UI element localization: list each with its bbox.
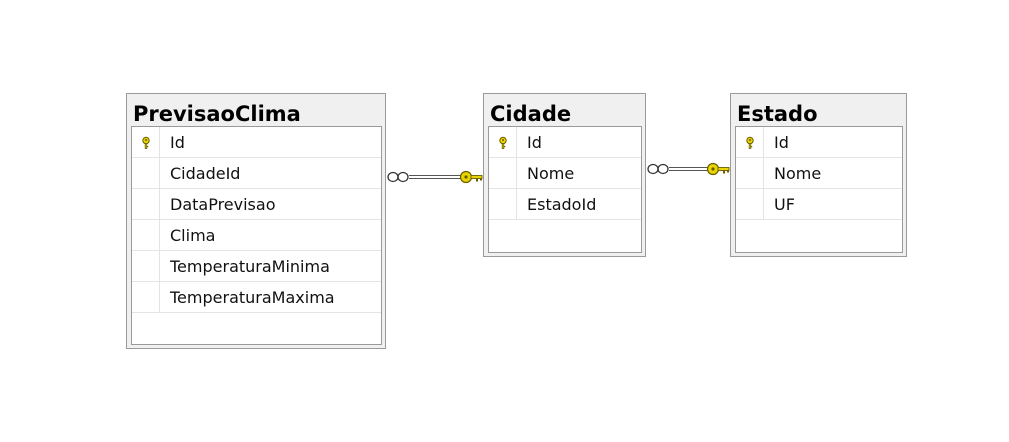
- column-name: Id: [527, 133, 542, 152]
- table-previsaoclima[interactable]: PrevisaoClima Id CidadeId: [126, 93, 386, 349]
- column-row[interactable]: Nome: [736, 158, 902, 189]
- row-gutter: [132, 251, 160, 281]
- primary-key-icon: [499, 136, 507, 149]
- column-row[interactable]: TemperaturaMinima: [132, 251, 381, 282]
- row-gutter: [132, 220, 160, 250]
- table-cidade[interactable]: Cidade Id Nome EstadoId: [483, 93, 646, 257]
- row-gutter: [132, 282, 160, 312]
- column-name: Nome: [774, 164, 822, 183]
- many-infinity-icon: [647, 163, 669, 175]
- table-columns: Id CidadeId DataPrevisao Clima Temperatu…: [131, 126, 382, 345]
- primary-key-icon: [142, 136, 150, 149]
- column-row[interactable]: Id: [489, 127, 641, 158]
- column-row[interactable]: Nome: [489, 158, 641, 189]
- key-icon: [459, 170, 483, 184]
- table-estado[interactable]: Estado Id Nome UF: [730, 93, 907, 257]
- relationship-line: [669, 167, 709, 171]
- column-row[interactable]: Clima: [132, 220, 381, 251]
- row-gutter: [132, 127, 160, 157]
- column-name: Nome: [527, 164, 575, 183]
- row-gutter: [132, 189, 160, 219]
- column-row[interactable]: CidadeId: [132, 158, 381, 189]
- column-name: DataPrevisao: [170, 195, 276, 214]
- column-name: Clima: [170, 226, 216, 245]
- column-row[interactable]: EstadoId: [489, 189, 641, 220]
- column-row[interactable]: UF: [736, 189, 902, 220]
- column-name: EstadoId: [527, 195, 597, 214]
- column-row[interactable]: Id: [132, 127, 381, 158]
- column-name: TemperaturaMaxima: [170, 288, 335, 307]
- row-gutter: [489, 127, 517, 157]
- primary-key-icon: [746, 136, 754, 149]
- column-row[interactable]: Id: [736, 127, 902, 158]
- row-gutter: [489, 158, 517, 188]
- row-gutter: [489, 189, 517, 219]
- column-name: Id: [774, 133, 789, 152]
- key-icon: [706, 162, 730, 176]
- table-columns: Id Nome UF: [735, 126, 903, 253]
- column-name: TemperaturaMinima: [170, 257, 330, 276]
- column-name: CidadeId: [170, 164, 241, 183]
- row-gutter: [736, 189, 764, 219]
- many-infinity-icon: [387, 171, 409, 183]
- table-title: PrevisaoClima: [133, 102, 301, 126]
- row-gutter: [736, 127, 764, 157]
- row-gutter: [736, 158, 764, 188]
- table-title: Estado: [737, 102, 818, 126]
- column-name: Id: [170, 133, 185, 152]
- column-row[interactable]: DataPrevisao: [132, 189, 381, 220]
- column-row[interactable]: TemperaturaMaxima: [132, 282, 381, 313]
- table-title: Cidade: [490, 102, 572, 126]
- relationship-line: [409, 175, 462, 179]
- column-name: UF: [774, 195, 795, 214]
- table-columns: Id Nome EstadoId: [488, 126, 642, 253]
- row-gutter: [132, 158, 160, 188]
